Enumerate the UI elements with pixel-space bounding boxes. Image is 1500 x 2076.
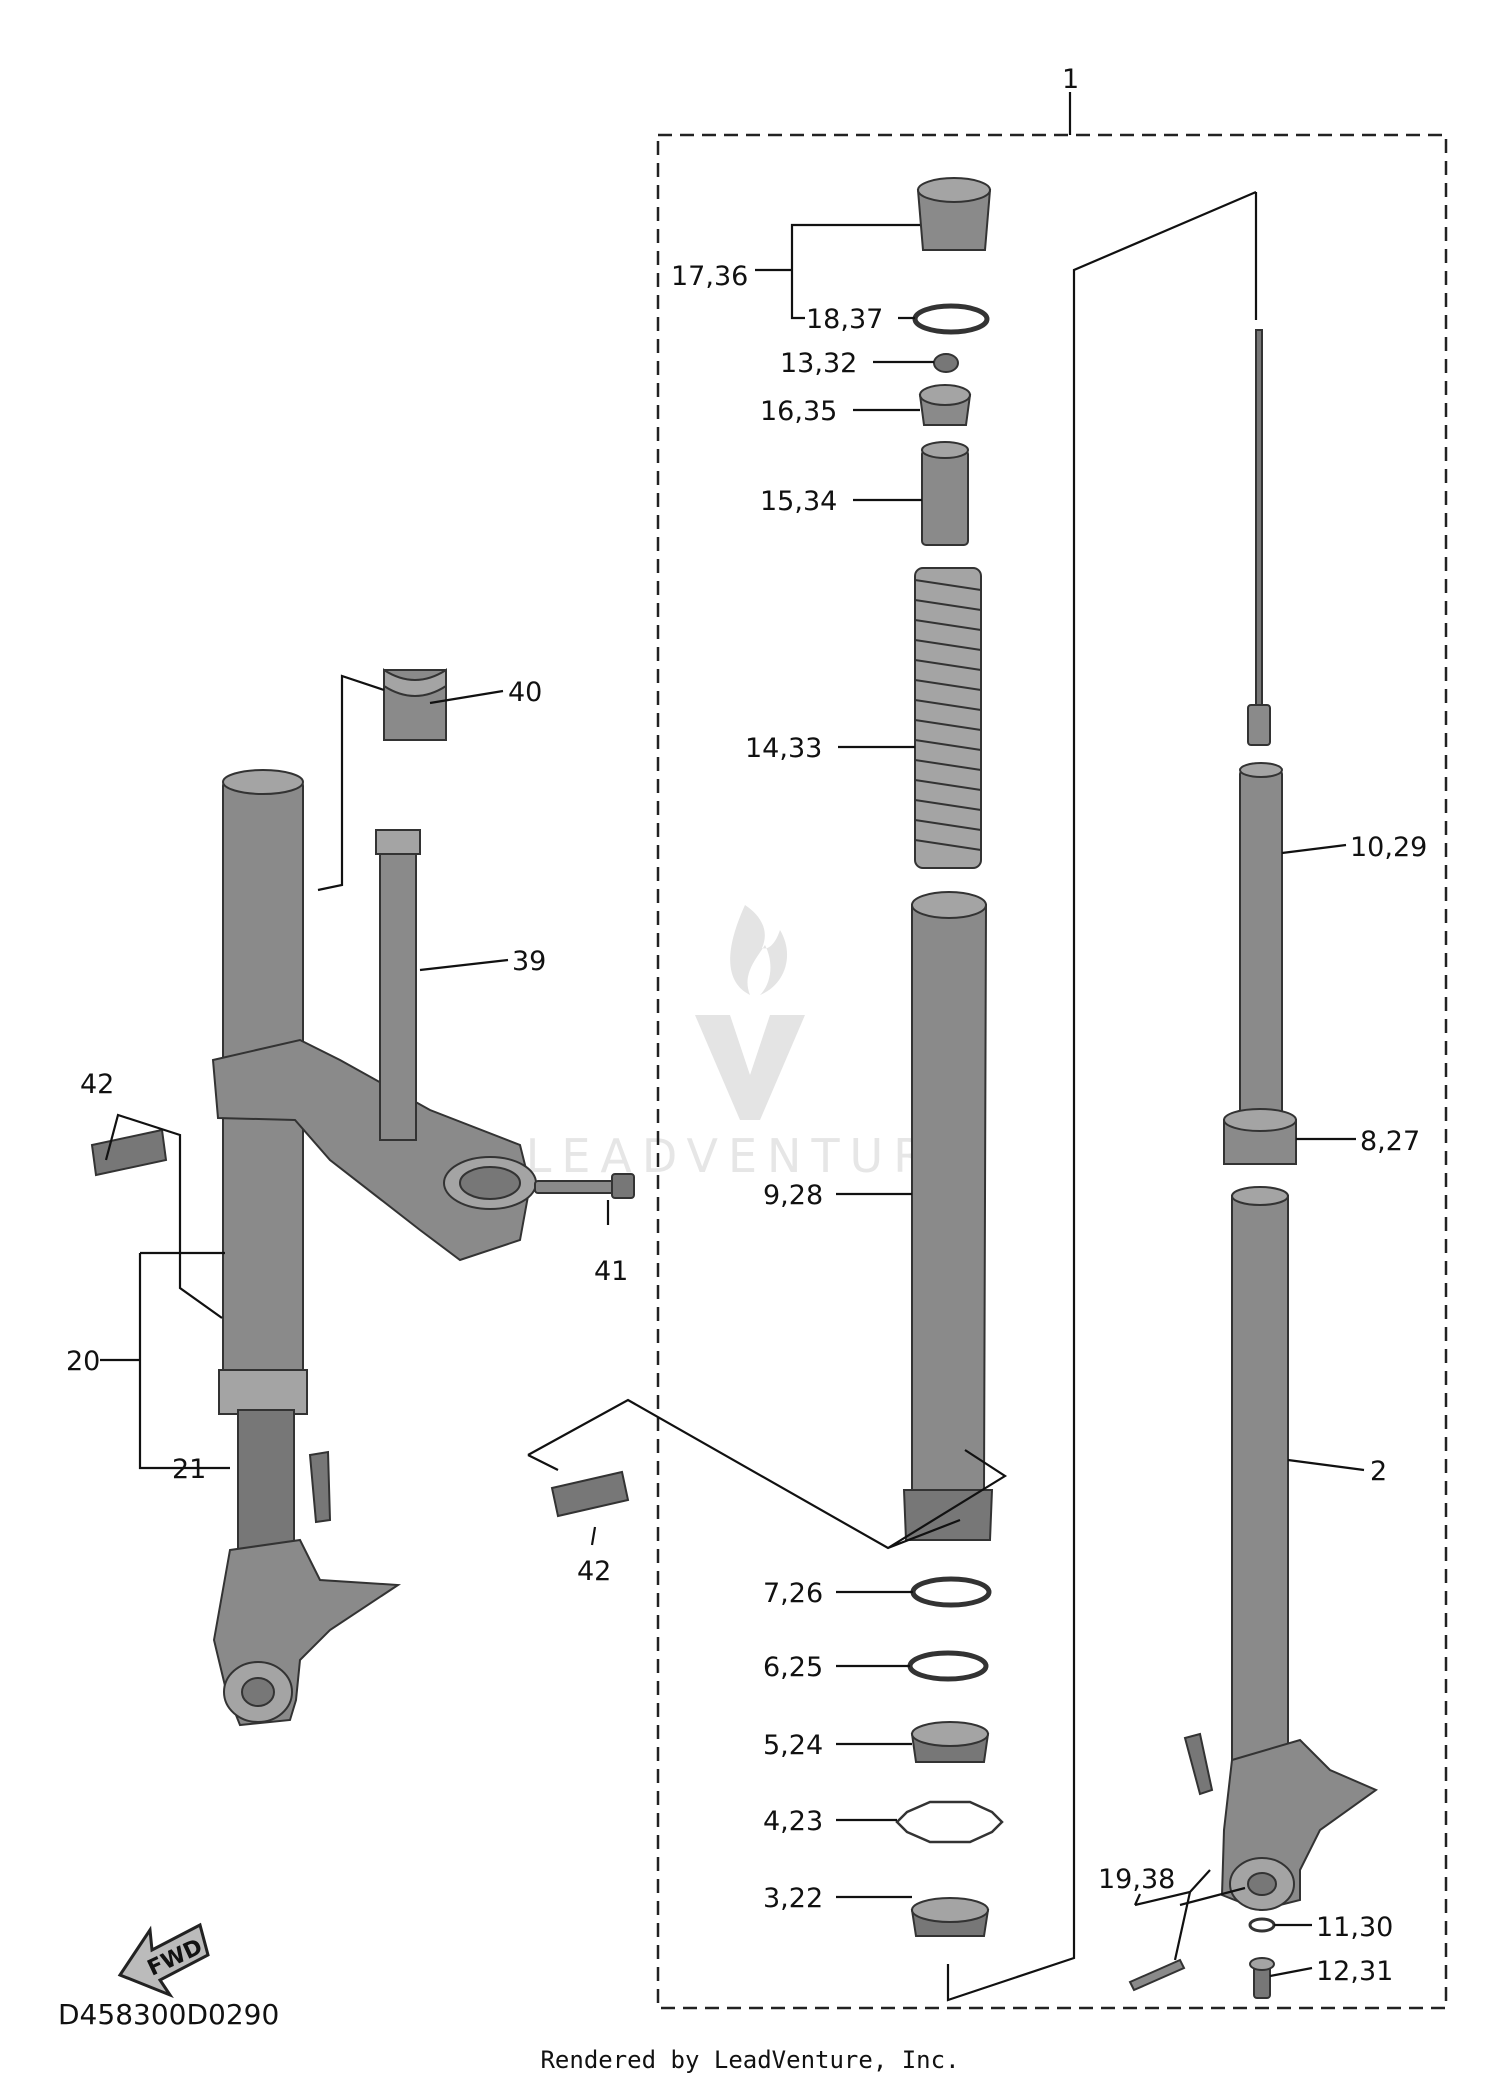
callout-20: 20 xyxy=(66,1346,100,1377)
callout-9-28: 9,28 xyxy=(763,1180,823,1211)
fwd-arrow-icon: FWD xyxy=(117,1922,210,1999)
callout-42-left: 42 xyxy=(80,1069,114,1100)
callout-41: 41 xyxy=(594,1256,628,1287)
callout-15-34: 15,34 xyxy=(760,486,837,517)
callout-8-27: 8,27 xyxy=(1360,1126,1420,1157)
callout-14-33: 14,33 xyxy=(745,733,822,764)
callout-3-22: 3,22 xyxy=(763,1883,823,1914)
callout-42-center: 42 xyxy=(577,1556,611,1587)
callout-7-26: 7,26 xyxy=(763,1578,823,1609)
callout-19-38: 19,38 xyxy=(1098,1864,1175,1895)
left-fork-assembly xyxy=(90,668,635,1727)
callout-40: 40 xyxy=(508,677,542,708)
diagram-code: D458300D0290 xyxy=(58,1998,279,2031)
callout-13-32: 13,32 xyxy=(780,348,857,379)
watermark: LEADVENTURE xyxy=(526,905,975,1183)
spring-coils xyxy=(914,579,982,851)
callout-1: 1 xyxy=(1062,64,1079,95)
center-parts xyxy=(550,177,1004,1937)
callout-21: 21 xyxy=(172,1454,206,1485)
watermark-text: LEADVENTURE xyxy=(526,1129,975,1183)
callout-10-29: 10,29 xyxy=(1350,832,1427,863)
callout-16-35: 16,35 xyxy=(760,396,837,427)
leadventure-logo-icon xyxy=(695,905,805,1120)
callout-5-24: 5,24 xyxy=(763,1730,823,1761)
callout-labels: 1 17,36 18,37 13,32 16,35 15,34 14,33 9,… xyxy=(66,64,1427,1987)
callout-17-36: 17,36 xyxy=(671,261,748,292)
leader-lines xyxy=(100,92,1365,2002)
callout-18-37: 18,37 xyxy=(806,304,883,335)
right-parts xyxy=(1128,329,1379,1999)
footer-credit: Rendered by LeadVenture, Inc. xyxy=(540,2046,959,2074)
fork-kit-boundary xyxy=(656,133,1448,2010)
callout-12-31: 12,31 xyxy=(1316,1956,1393,1987)
callout-4-23: 4,23 xyxy=(763,1806,823,1837)
callout-11-30: 11,30 xyxy=(1316,1912,1393,1943)
callout-6-25: 6,25 xyxy=(763,1652,823,1683)
callout-39: 39 xyxy=(512,946,546,977)
callout-2: 2 xyxy=(1370,1456,1387,1487)
